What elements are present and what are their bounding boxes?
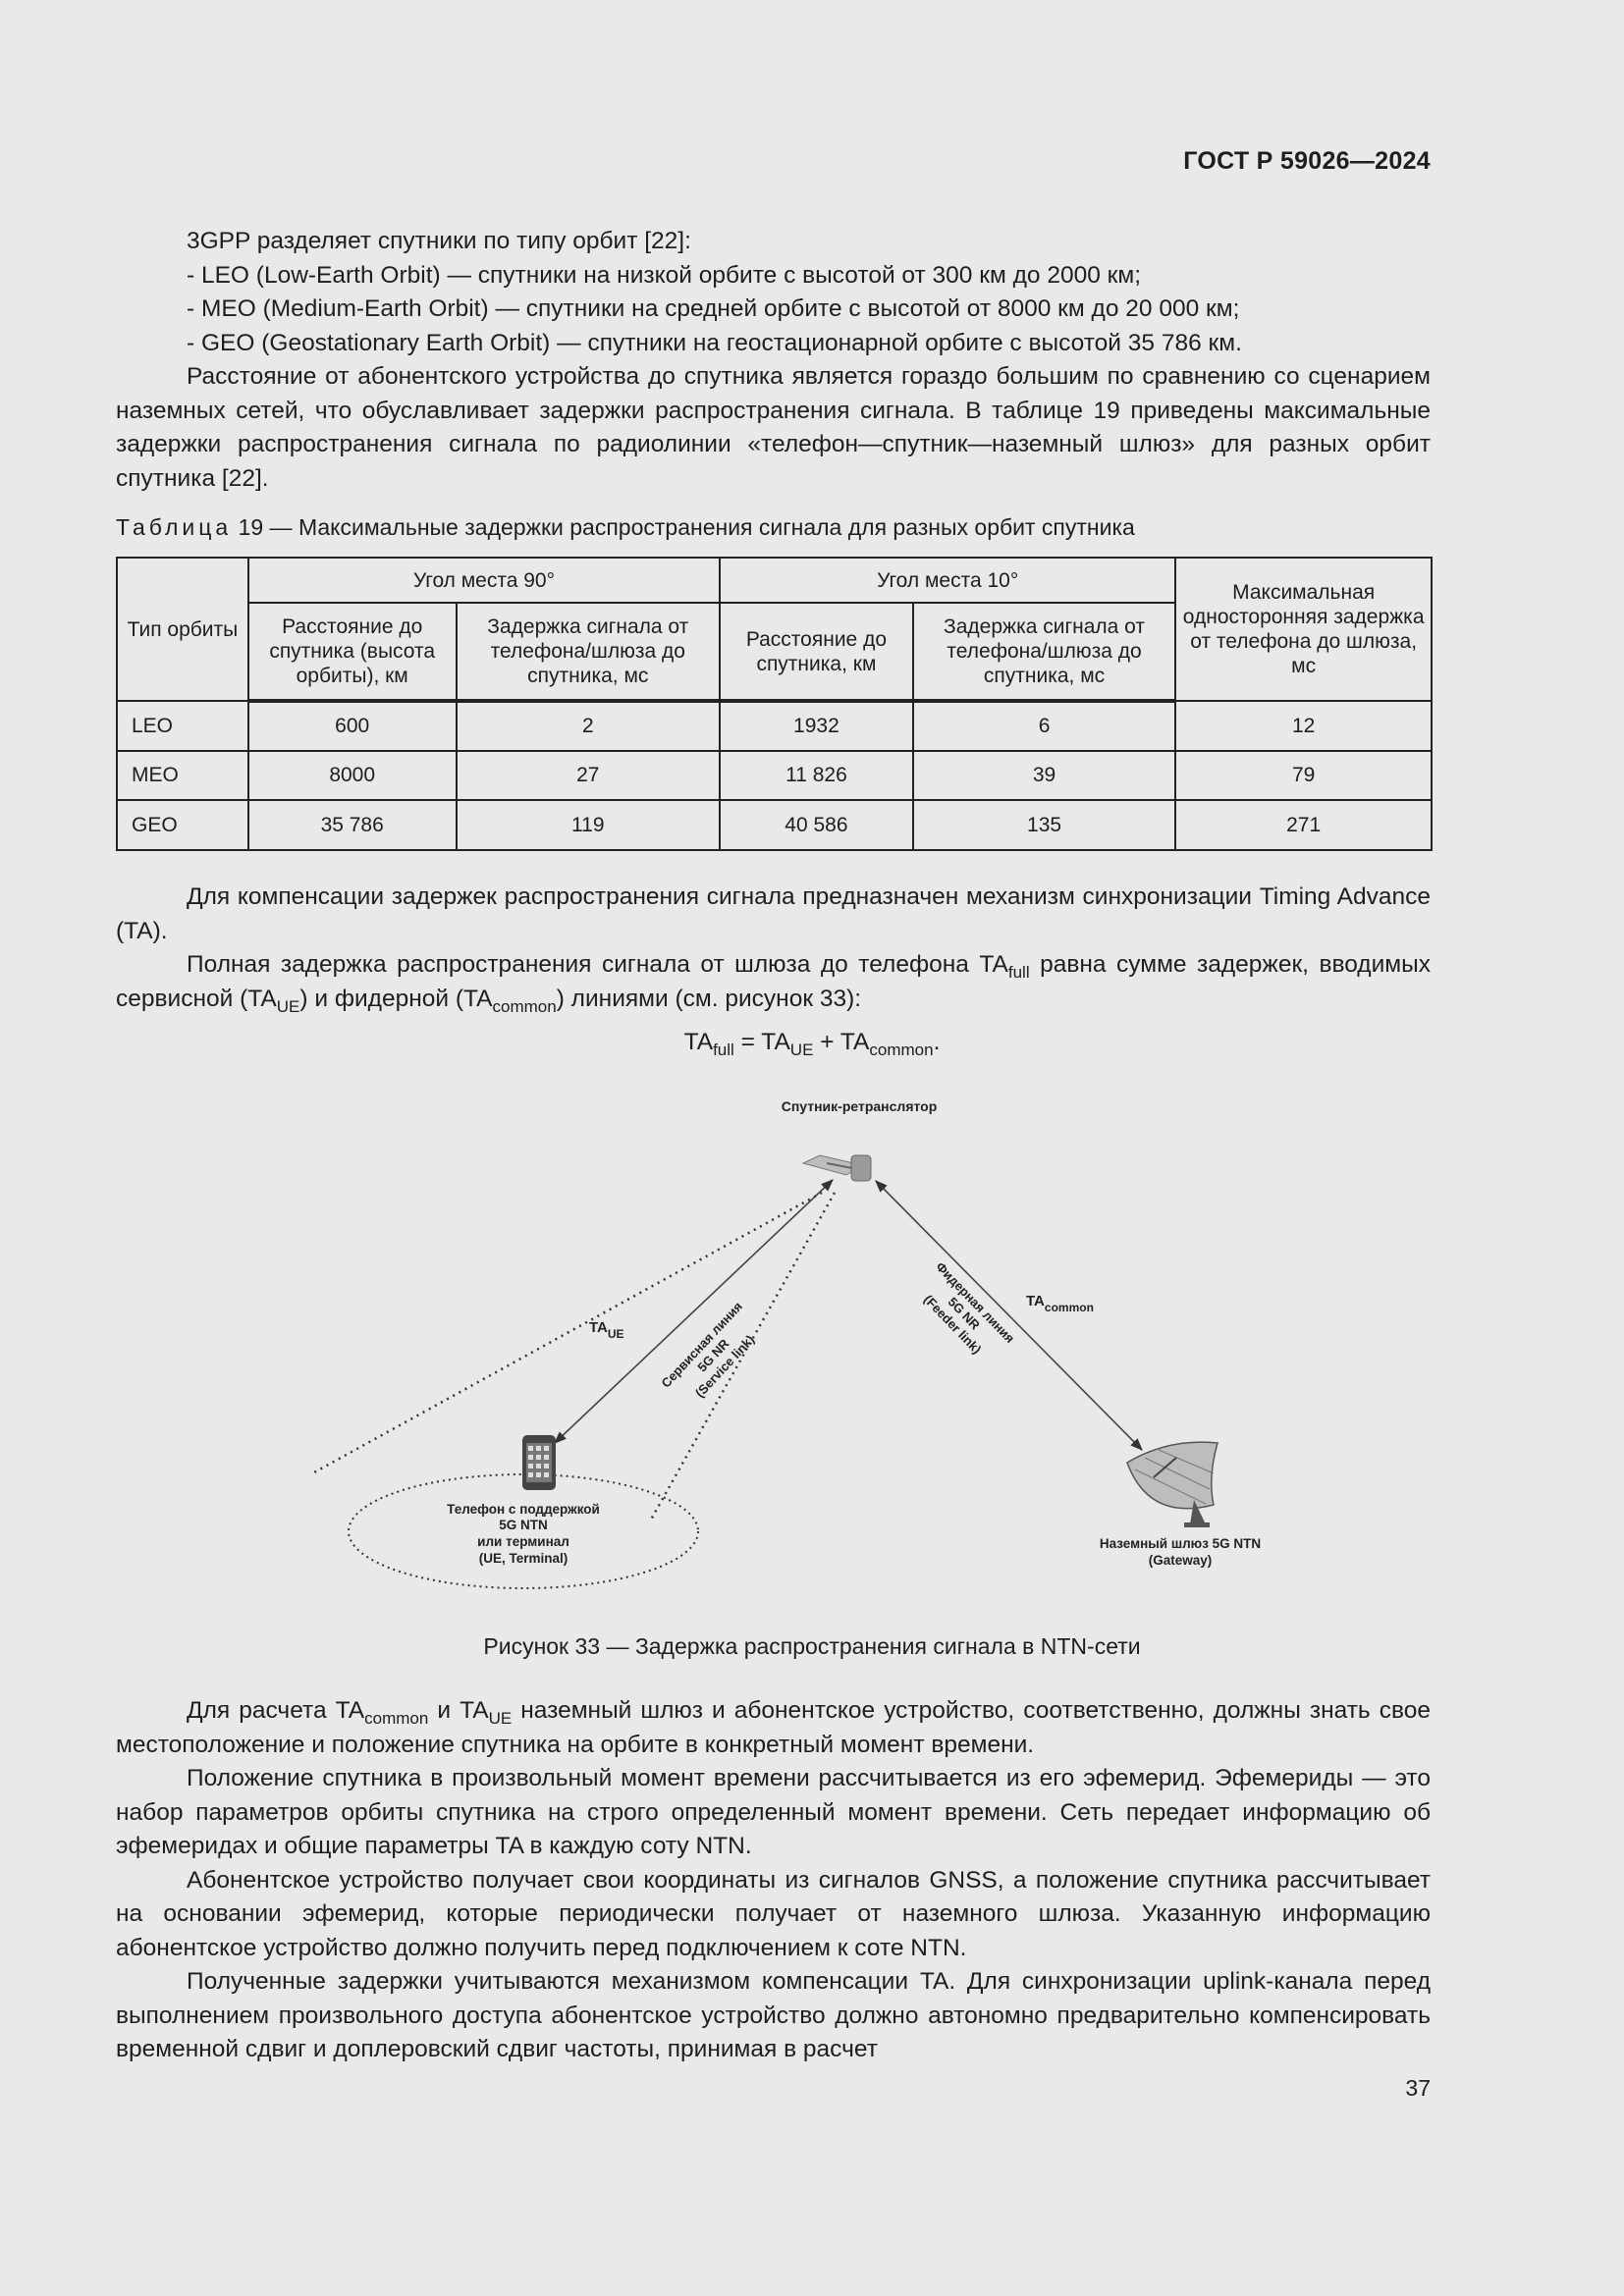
- table-caption-text: 19 — Максимальные задержки распространен…: [238, 514, 1135, 540]
- ta-formula: TAfull = TAUE + TAcommon.: [683, 1029, 941, 1059]
- feeder-link-arrow: [875, 1180, 1143, 1451]
- cell-max-delay: 271: [1174, 799, 1433, 851]
- satellite-dish-icon: [1126, 1441, 1218, 1527]
- cell-distance-10: 1932: [719, 700, 914, 752]
- cell-orbit: LEO: [116, 700, 249, 752]
- header-elevation-10: Угол места 10°: [719, 557, 1177, 604]
- phone-icon: [522, 1435, 556, 1490]
- ta-sum-paragraph: Полная задержка распространения сигнала …: [116, 951, 1431, 1016]
- list-item-leo: - LEO (Low-Earth Orbit) — спутники на ни…: [187, 261, 1142, 289]
- intro-paragraph: 3GPP разделяет спутники по типу орбит [2…: [187, 228, 691, 254]
- coverage-area-ellipse: [348, 1473, 699, 1589]
- header-elevation-90: Угол места 90°: [246, 557, 722, 604]
- table-row: GEO 35 786 119 40 586 135 271: [116, 799, 1433, 851]
- header-orbit-type: Тип орбиты: [116, 557, 249, 702]
- satellite-icon: [801, 1154, 872, 1182]
- svg-text:Фидерная линия: Фидерная линия: [933, 1259, 1017, 1346]
- ephemeris-section: Для расчета TAcommon и TAUE наземный шлю…: [116, 1694, 1431, 2067]
- ta-calc-paragraph: Для расчета TAcommon и TAUE наземный шлю…: [116, 1697, 1431, 1758]
- ta-common-label: TAcommon: [1026, 1293, 1094, 1314]
- cell-max-delay: 12: [1174, 700, 1433, 752]
- ta-intro-paragraph: Для компенсации задержек распространения…: [116, 883, 1431, 944]
- header-max-delay: Максимальная односторонняя задержка от т…: [1174, 557, 1433, 702]
- intro-section: 3GPP разделяет спутники по типу орбит [2…: [116, 225, 1431, 496]
- figure-caption: Рисунок 33 — Задержка распространения си…: [483, 1633, 1141, 1659]
- list-item-meo: - MEO (Medium-Earth Orbit) — спутники на…: [187, 295, 1240, 322]
- header-distance-10: Расстояние до спутника, км: [719, 602, 914, 703]
- cell-delay-10: 135: [911, 799, 1177, 851]
- ntn-delay-diagram: Спутник-ретранслятор TAUE Сервисная лини…: [313, 1098, 1261, 1589]
- satellite-label: Спутник-ретранслятор: [782, 1098, 938, 1114]
- ta-ue-label: TAUE: [589, 1319, 624, 1341]
- cell-max-delay: 79: [1174, 749, 1433, 802]
- service-link-arrow: [554, 1179, 834, 1444]
- page-number: 37: [1405, 2075, 1431, 2101]
- cell-distance-90: 8000: [246, 749, 458, 802]
- cell-delay-90: 27: [455, 749, 722, 802]
- cell-distance-10: 11 826: [719, 749, 914, 802]
- header-delay-10: Задержка сигнала от телефона/шлюза до сп…: [911, 602, 1177, 703]
- table-caption-label: Таблица: [116, 514, 233, 540]
- cell-delay-10: 6: [911, 700, 1177, 752]
- svg-text:Телефон с поддержкой: Телефон с поддержкой: [447, 1502, 600, 1517]
- list-item-geo: - GEO (Geostationary Earth Orbit) — спут…: [187, 329, 1242, 356]
- delay-table: Тип орбиты Угол места 90° Угол места 10°…: [116, 557, 1433, 851]
- ephemeris-paragraph: Положение спутника в произвольный момент…: [116, 1765, 1431, 1859]
- svg-text:Наземный шлюз 5G NTN: Наземный шлюз 5G NTN: [1100, 1536, 1261, 1551]
- distance-paragraph: Расстояние от абонентского устройства до…: [116, 363, 1431, 492]
- svg-text:(Gateway): (Gateway): [1149, 1553, 1213, 1568]
- cell-orbit: MEO: [116, 749, 249, 802]
- service-link-label: Сервисная линия 5G NR (Service link): [658, 1299, 757, 1400]
- table-caption: Таблица 19 — Максимальные задержки распр…: [116, 514, 1135, 541]
- cell-orbit: GEO: [116, 799, 249, 851]
- phone-label: Телефон с поддержкой 5G NTN или терминал…: [447, 1502, 600, 1566]
- cell-distance-10: 40 586: [719, 799, 914, 851]
- compensation-paragraph: Полученные задержки учитываются механизм…: [116, 1968, 1431, 2062]
- feeder-link-label: Фидерная линия 5G NR (Feeder link): [921, 1259, 1017, 1357]
- cell-delay-10: 39: [911, 749, 1177, 802]
- table-row: MEO 8000 27 11 826 39 79: [116, 749, 1433, 802]
- gnss-paragraph: Абонентское устройство получает свои коо…: [116, 1866, 1431, 1961]
- svg-text:(UE, Terminal): (UE, Terminal): [479, 1551, 568, 1566]
- ta-section: Для компенсации задержек распространения…: [116, 881, 1431, 1016]
- svg-text:или терминал: или терминал: [477, 1534, 569, 1549]
- cell-distance-90: 35 786: [246, 799, 458, 851]
- cell-distance-90: 600: [246, 700, 458, 752]
- table-row: LEO 600 2 1932 6 12: [116, 700, 1433, 752]
- gateway-label: Наземный шлюз 5G NTN (Gateway): [1100, 1536, 1261, 1568]
- header-distance-altitude: Расстояние до спутника (высота орбиты), …: [246, 602, 458, 703]
- cell-delay-90: 119: [455, 799, 722, 851]
- document-code: ГОСТ Р 59026—2024: [1183, 147, 1431, 175]
- svg-text:Сервисная линия: Сервисная линия: [658, 1299, 745, 1390]
- cell-delay-90: 2: [455, 700, 722, 752]
- svg-text:5G NTN: 5G NTN: [499, 1518, 548, 1532]
- header-delay-90: Задержка сигнала от телефона/шлюза до сп…: [455, 602, 722, 703]
